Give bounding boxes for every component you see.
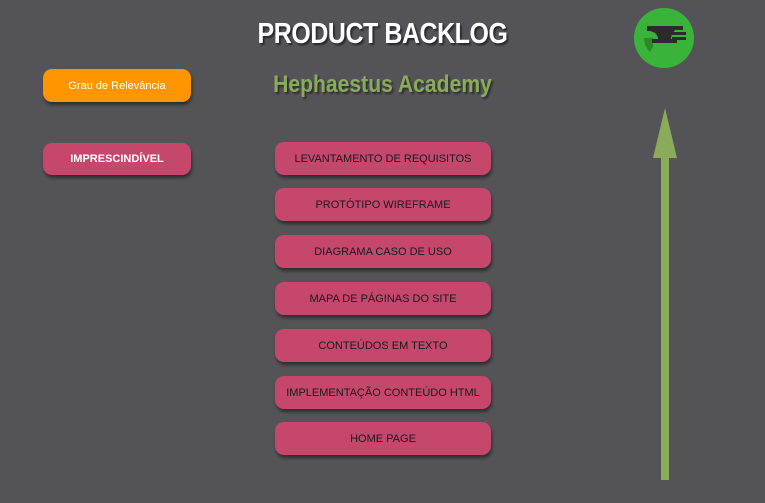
up-arrow-icon [653,108,677,480]
backlog-item-wireframe: PROTÓTIPO WIREFRAME [275,188,491,221]
relevance-legend-badge: Grau de Relevância [43,69,191,102]
backlog-item-home-page: HOME PAGE [275,422,491,455]
backlog-item-use-case: DIAGRAMA CASO DE USO [275,235,491,268]
page-subtitle: Hephaestus Academy [273,71,492,98]
backlog-item-text-content: CONTEÚDOS EM TEXTO [275,329,491,362]
anvil-logo-icon [634,8,694,68]
backlog-item-requirements: LEVANTAMENTO DE REQUISITOS [275,142,491,175]
backlog-item-html-content: IMPLEMENTAÇÃO CONTEÚDO HTML [275,376,491,409]
backlog-item-site-map: MAPA DE PÁGINAS DO SITE [275,282,491,315]
page-title: PRODUCT BACKLOG [257,18,508,50]
priority-legend-badge: IMPRESCINDÍVEL [43,143,191,175]
